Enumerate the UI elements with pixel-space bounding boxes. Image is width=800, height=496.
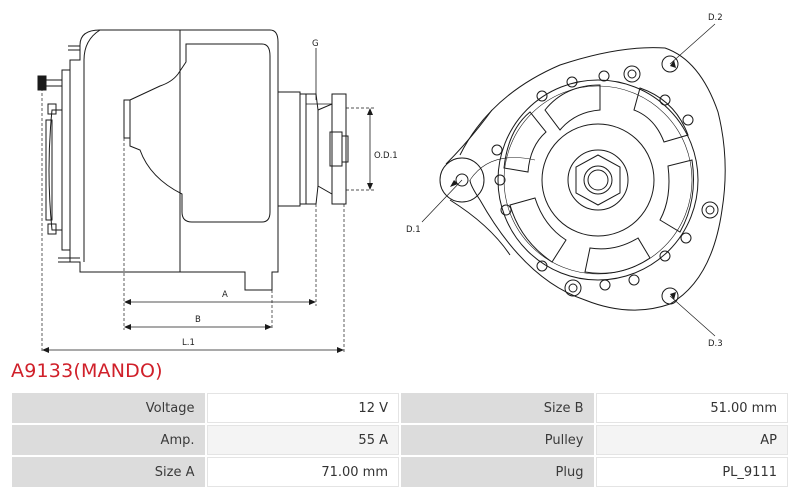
- label-a: A: [222, 290, 228, 300]
- spec-table: Voltage 12 V Size B 51.00 mm Amp. 55 A P…: [10, 391, 790, 489]
- spec-value: 71.00 mm: [206, 457, 399, 487]
- front-view: [421, 23, 726, 337]
- product-title: A9133(MANDO): [11, 360, 163, 382]
- spec-row: Voltage 12 V Size B 51.00 mm: [12, 393, 788, 423]
- alternator-technical-drawing: G O.D.1 A B L.1: [37, 13, 726, 353]
- spec-value: PL_9111: [595, 457, 788, 487]
- label-d2: D.2: [708, 13, 723, 23]
- label-b: B: [195, 315, 201, 325]
- spec-key: Size A: [12, 457, 205, 487]
- spec-value: 12 V: [206, 393, 399, 423]
- spec-key: Size B: [401, 393, 594, 423]
- label-g: G: [312, 39, 319, 49]
- spec-row: Amp. 55 A Pulley AP: [12, 425, 788, 455]
- spec-key: Plug: [401, 457, 594, 487]
- spec-key: Amp.: [12, 425, 205, 455]
- side-view-arrows: [42, 108, 373, 353]
- spec-key: Pulley: [401, 425, 594, 455]
- label-od1: O.D.1: [374, 151, 398, 161]
- front-view-arrows: [450, 60, 676, 300]
- label-d1: D.1: [406, 225, 421, 235]
- spec-value: 51.00 mm: [595, 393, 788, 423]
- spec-key: Voltage: [12, 393, 205, 423]
- label-l1: L.1: [182, 338, 195, 348]
- spec-value: 55 A: [206, 425, 399, 455]
- label-d3: D.3: [708, 339, 723, 349]
- spec-value: AP: [595, 425, 788, 455]
- side-view: [37, 29, 376, 352]
- spec-row: Size A 71.00 mm Plug PL_9111: [12, 457, 788, 487]
